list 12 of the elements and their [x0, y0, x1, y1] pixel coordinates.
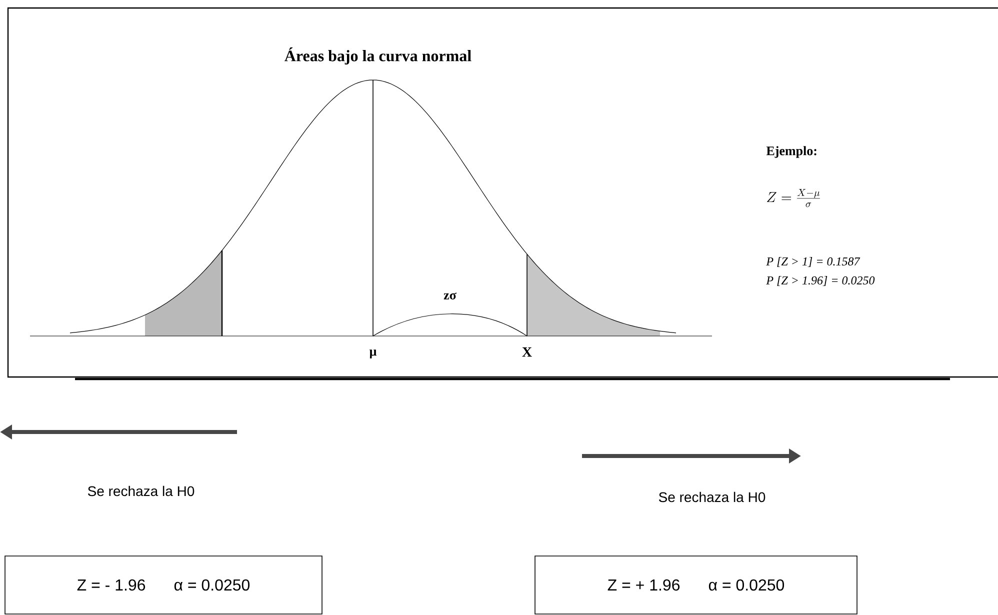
value-box: Z = - 1.96 α = 0.0250 — [4, 556, 322, 614]
axis-label: X — [522, 347, 532, 357]
chart-title: Áreas bajo la curva normal — [284, 47, 472, 65]
heading: Ejemplo: — [766, 146, 816, 158]
probability-text: P [Z > 1] = 0.1587 — [766, 257, 860, 267]
axis-label: zσ — [444, 292, 456, 300]
caption-text: Se rechaza la H0 — [658, 492, 766, 502]
axis-label: μ — [370, 350, 377, 358]
formula: $Z = \frac{X - \mu}{\sigma}$ — [767, 189, 820, 208]
probability-text: P [Z > 1.96] = 0.0250 — [766, 276, 875, 286]
value-box: Z = + 1.96 α = 0.0250 — [534, 556, 858, 614]
caption-text: Se rechaza la H0 — [88, 486, 194, 496]
